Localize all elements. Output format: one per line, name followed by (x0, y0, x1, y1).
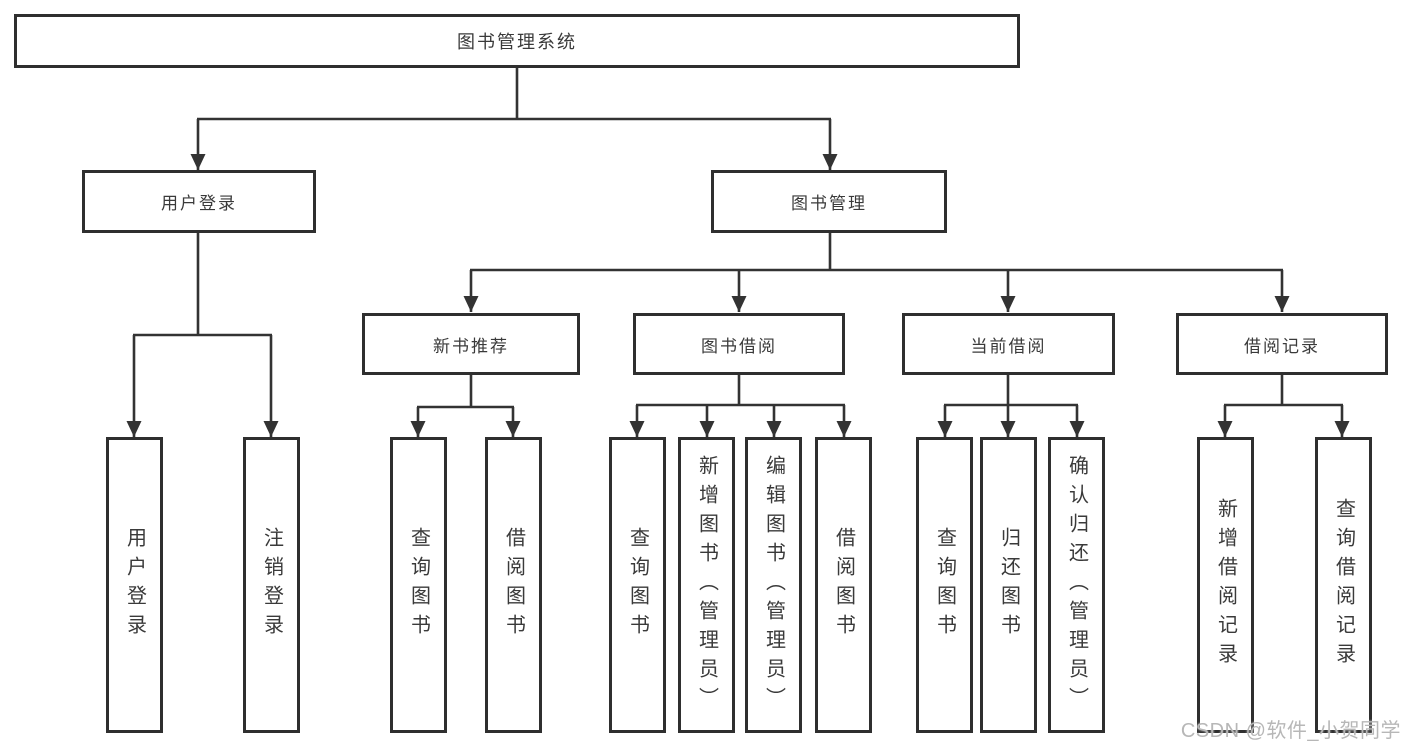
node-user-login: 用户登录 (82, 170, 316, 233)
leaf-recommend-borrow-books: 借阅图书 (485, 437, 542, 733)
node-new-book-recommend: 新书推荐 (362, 313, 580, 375)
arrow-drops (126, 119, 1350, 437)
node-book-borrow: 图书借阅 (633, 313, 845, 375)
node-book-management: 图书管理 (711, 170, 947, 233)
leaf-borrow-query-books: 查询图书 (609, 437, 666, 733)
leaf-records-query-record: 查询借阅记录 (1315, 437, 1372, 733)
leaf-current-confirm-return-admin: 确认归还（管理员） (1048, 437, 1105, 733)
csdn-watermark: CSDN @软件_小贺同学 (1180, 720, 1401, 742)
leaf-borrow-edit-books-admin: 编辑图书（管理员） (745, 437, 802, 733)
leaf-current-return-books: 归还图书 (980, 437, 1037, 733)
leaf-current-query-books: 查询图书 (916, 437, 973, 733)
leaf-recommend-query-books: 查询图书 (390, 437, 447, 733)
leaf-user-login: 用户登录 (106, 437, 163, 733)
node-library-management-system: 图书管理系统 (14, 14, 1020, 68)
leaf-logout: 注销登录 (243, 437, 300, 733)
leaf-borrow-borrow-books: 借阅图书 (815, 437, 872, 733)
branch-rails (133, 68, 1343, 409)
leaf-borrow-add-books-admin: 新增图书（管理员） (678, 437, 735, 733)
node-current-borrow: 当前借阅 (902, 313, 1115, 375)
node-borrow-records: 借阅记录 (1176, 313, 1388, 375)
leaf-records-add-record: 新增借阅记录 (1197, 437, 1254, 733)
